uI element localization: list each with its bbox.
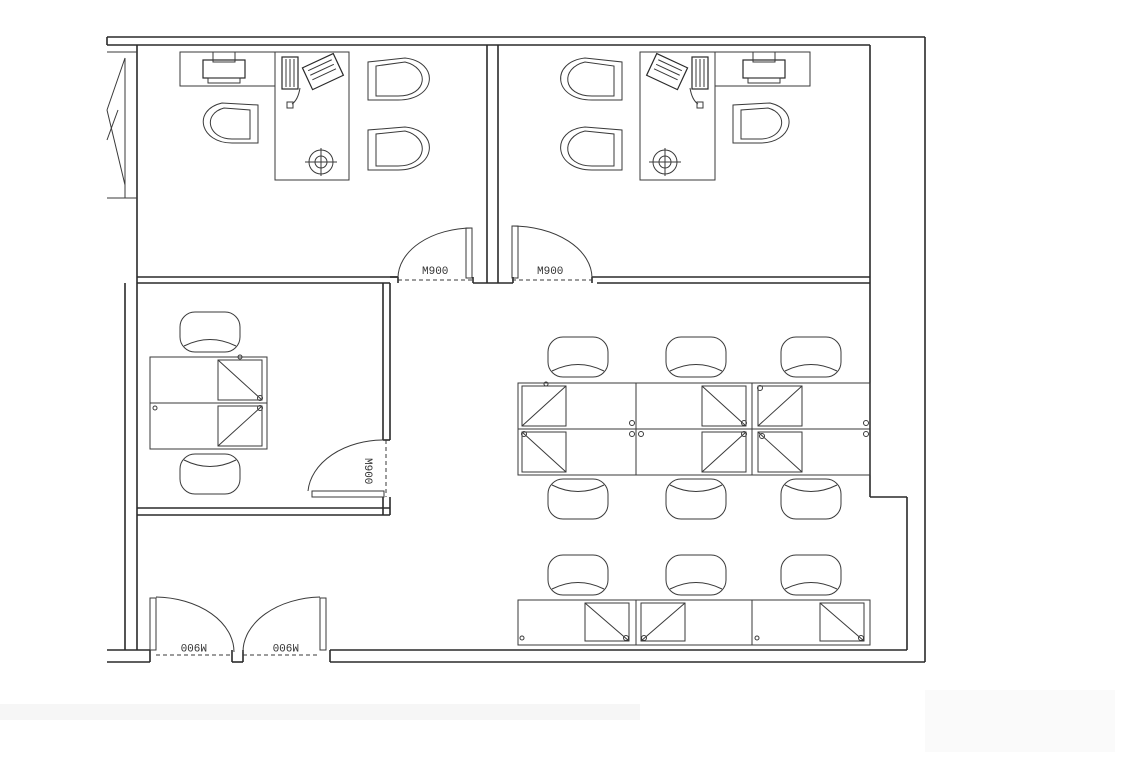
keyboard-icon xyxy=(281,56,299,90)
phone-icon xyxy=(649,148,681,176)
door-office-left[interactable]: M900 xyxy=(397,227,473,281)
desk-left xyxy=(274,51,350,181)
desk-right xyxy=(639,51,716,181)
door-label-office-right: M900 xyxy=(537,266,563,278)
office-right-furniture xyxy=(560,51,811,181)
drawer-unit xyxy=(217,354,263,401)
laptop-icon xyxy=(645,52,689,91)
door-label-entry-left: M900 xyxy=(181,640,207,652)
chair-icon xyxy=(202,102,259,144)
outer-walls xyxy=(106,36,926,663)
chair-icon xyxy=(547,478,609,520)
drawer-unit xyxy=(152,405,263,447)
printer-icon xyxy=(202,51,246,84)
drawer-unit xyxy=(638,431,747,473)
scan-artifact-band-right xyxy=(925,690,1115,752)
chair-icon xyxy=(560,57,623,101)
chair-icon xyxy=(665,336,727,378)
chair-icon xyxy=(780,336,842,378)
drawer-unit xyxy=(757,385,869,427)
keyboard-icon xyxy=(691,56,709,90)
chair-icon xyxy=(179,311,241,353)
scan-artifact-band-left xyxy=(0,704,640,720)
door-label-office-left: M900 xyxy=(422,266,448,278)
chair-icon xyxy=(367,126,430,171)
interior-walls xyxy=(137,45,870,516)
drawer-unit xyxy=(521,381,567,427)
phone-icon xyxy=(305,148,337,176)
drawer-unit xyxy=(629,385,747,427)
door-meeting-room[interactable]: M900 xyxy=(307,439,387,498)
chair-icon xyxy=(732,102,790,144)
drawer-unit xyxy=(519,602,630,642)
chair-icon xyxy=(367,57,430,101)
office-left-furniture xyxy=(179,51,430,181)
door-label-entry-right: M900 xyxy=(273,640,299,652)
chair-icon xyxy=(780,554,842,596)
meeting-desk-bottom xyxy=(149,402,268,450)
left-edge-stair xyxy=(106,51,137,199)
printer-icon xyxy=(742,51,786,84)
chair-icon xyxy=(665,478,727,520)
door-entry-left[interactable]: M900 xyxy=(149,596,235,656)
chair-icon xyxy=(780,478,842,520)
door-label-meeting: M900 xyxy=(361,458,373,484)
chair-icon xyxy=(547,336,609,378)
drawer-unit xyxy=(640,602,686,642)
meeting-room-furniture xyxy=(149,311,268,495)
door-entry-right[interactable]: M900 xyxy=(242,596,327,656)
chair-icon xyxy=(560,126,623,171)
drawer-unit xyxy=(521,431,635,473)
drawer-unit xyxy=(757,431,869,473)
laptop-icon xyxy=(301,52,345,91)
chair-icon xyxy=(665,554,727,596)
mouse-icon xyxy=(696,101,704,109)
workstation-row-bottom xyxy=(517,554,871,646)
drawer-unit xyxy=(754,602,865,642)
meeting-desk-top xyxy=(149,356,268,404)
chair-icon xyxy=(179,453,241,495)
chair-icon xyxy=(547,554,609,596)
door-office-right[interactable]: M900 xyxy=(511,225,593,281)
workstation-cluster-top xyxy=(517,336,871,520)
mouse-icon xyxy=(286,101,294,109)
